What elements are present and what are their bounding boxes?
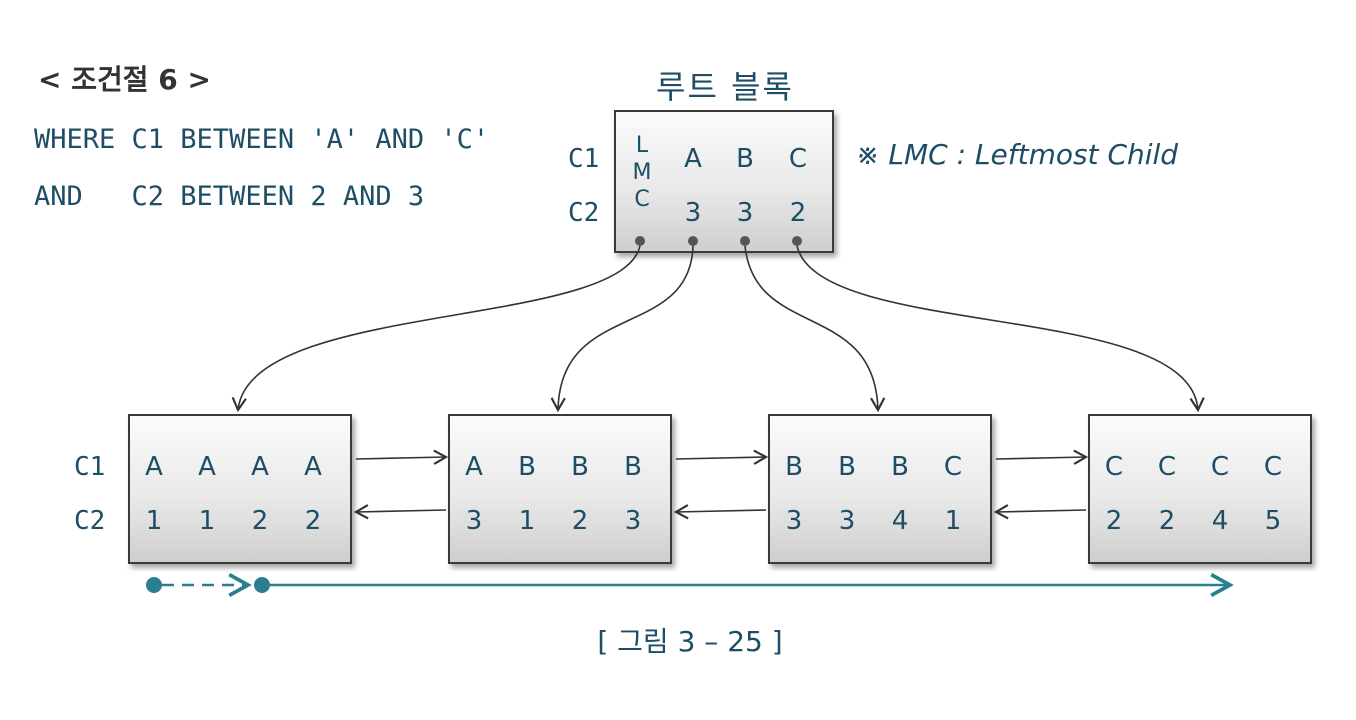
- child-pointer-arrow: [550, 245, 694, 413]
- pointer-dot: [740, 236, 750, 246]
- leaf-c1-entry: A: [465, 452, 483, 482]
- root-c2-entry: 3: [736, 198, 754, 228]
- leaf-c1-entry: B: [624, 452, 642, 482]
- leaf-c2-entry: 3: [838, 506, 856, 536]
- where-clause-line-1: WHERE C1 BETWEEN 'A' AND 'C': [34, 124, 490, 155]
- leaf-c2-entry: 1: [145, 506, 163, 536]
- root-block-title: 루트 블록: [656, 68, 794, 106]
- leaf-c2-entry: 2: [571, 506, 589, 536]
- lmc-letter: M: [632, 160, 652, 185]
- prev-leaf-link: [353, 504, 447, 520]
- root-c1-entry: C: [788, 144, 808, 174]
- root-c1-entry: A: [684, 144, 702, 174]
- root-row-label-c1: C1: [568, 144, 600, 174]
- leaf-c2-entry: 2: [1105, 506, 1123, 536]
- root-block: [614, 110, 834, 253]
- leaf-c2-entry: 1: [198, 506, 216, 536]
- leaf-c1-entry: B: [571, 452, 589, 482]
- prev-leaf-link: [993, 504, 1087, 520]
- leaf-c2-entry: 5: [1264, 506, 1282, 536]
- root-c2-entry: 3: [684, 198, 702, 228]
- pointer-dot: [635, 236, 645, 246]
- leaf-row-label-c1: C1: [74, 452, 106, 482]
- leaf-row-label-c2: C2: [74, 506, 106, 536]
- scan-actual-start-dot: [254, 577, 270, 593]
- leaf-c2-entry: 2: [251, 506, 269, 536]
- figure-caption: [ 그림 3 – 25 ]: [597, 625, 783, 658]
- child-pointer-arrow: [796, 245, 1205, 413]
- leaf-c1-entry: C: [943, 452, 963, 482]
- root-row-label-c2: C2: [568, 198, 600, 228]
- lmc-letter: L: [635, 133, 649, 158]
- leaf-block-3: [768, 414, 992, 564]
- leaf-c1-entry: A: [198, 452, 216, 482]
- scan-start-dot: [146, 577, 162, 593]
- leaf-c1-entry: A: [251, 452, 269, 482]
- leaf-c2-entry: 3: [465, 506, 483, 536]
- next-leaf-link: [995, 449, 1089, 465]
- next-leaf-link: [355, 449, 449, 465]
- leaf-c2-entry: 1: [518, 506, 536, 536]
- prev-leaf-link: [673, 504, 767, 520]
- leaf-c1-entry: A: [304, 452, 322, 482]
- leaf-c2-entry: 4: [891, 506, 909, 536]
- where-clause-line-2: AND C2 BETWEEN 2 AND 3: [34, 181, 425, 212]
- leaf-c1-entry: B: [785, 452, 803, 482]
- lmc-letter: C: [634, 187, 650, 212]
- leaf-c2-entry: 3: [785, 506, 803, 536]
- leaf-c1-entry: B: [891, 452, 909, 482]
- leaf-block-2: [448, 414, 672, 564]
- leaf-c2-entry: 2: [1158, 506, 1176, 536]
- leaf-c2-entry: 4: [1211, 506, 1229, 536]
- leaf-c1-entry: C: [1104, 452, 1124, 482]
- next-leaf-link: [675, 449, 769, 465]
- leaf-c1-entry: B: [838, 452, 856, 482]
- leaf-block-1: [128, 414, 352, 564]
- leaf-c2-entry: 2: [304, 506, 322, 536]
- leaf-c1-entry: B: [518, 452, 536, 482]
- child-pointer-arrow: [744, 245, 886, 413]
- pointer-dot: [792, 236, 802, 246]
- leaf-c1-entry: A: [145, 452, 163, 482]
- leaf-c2-entry: 1: [944, 506, 962, 536]
- leaf-c1-entry: C: [1157, 452, 1177, 482]
- leaf-c2-entry: 3: [624, 506, 642, 536]
- child-pointer-arrow: [231, 245, 641, 413]
- pointer-dot: [688, 236, 698, 246]
- leaf-c1-entry: C: [1210, 452, 1230, 482]
- root-lmc-label: L M C: [632, 132, 652, 213]
- leaf-c1-entry: C: [1263, 452, 1283, 482]
- leaf-block-4: [1088, 414, 1312, 564]
- lmc-note: ※ LMC : Leftmost Child: [856, 138, 1179, 171]
- root-c2-entry: 2: [789, 198, 807, 228]
- root-c1-entry: B: [736, 144, 754, 174]
- condition-heading: < 조건절 6 >: [38, 63, 211, 96]
